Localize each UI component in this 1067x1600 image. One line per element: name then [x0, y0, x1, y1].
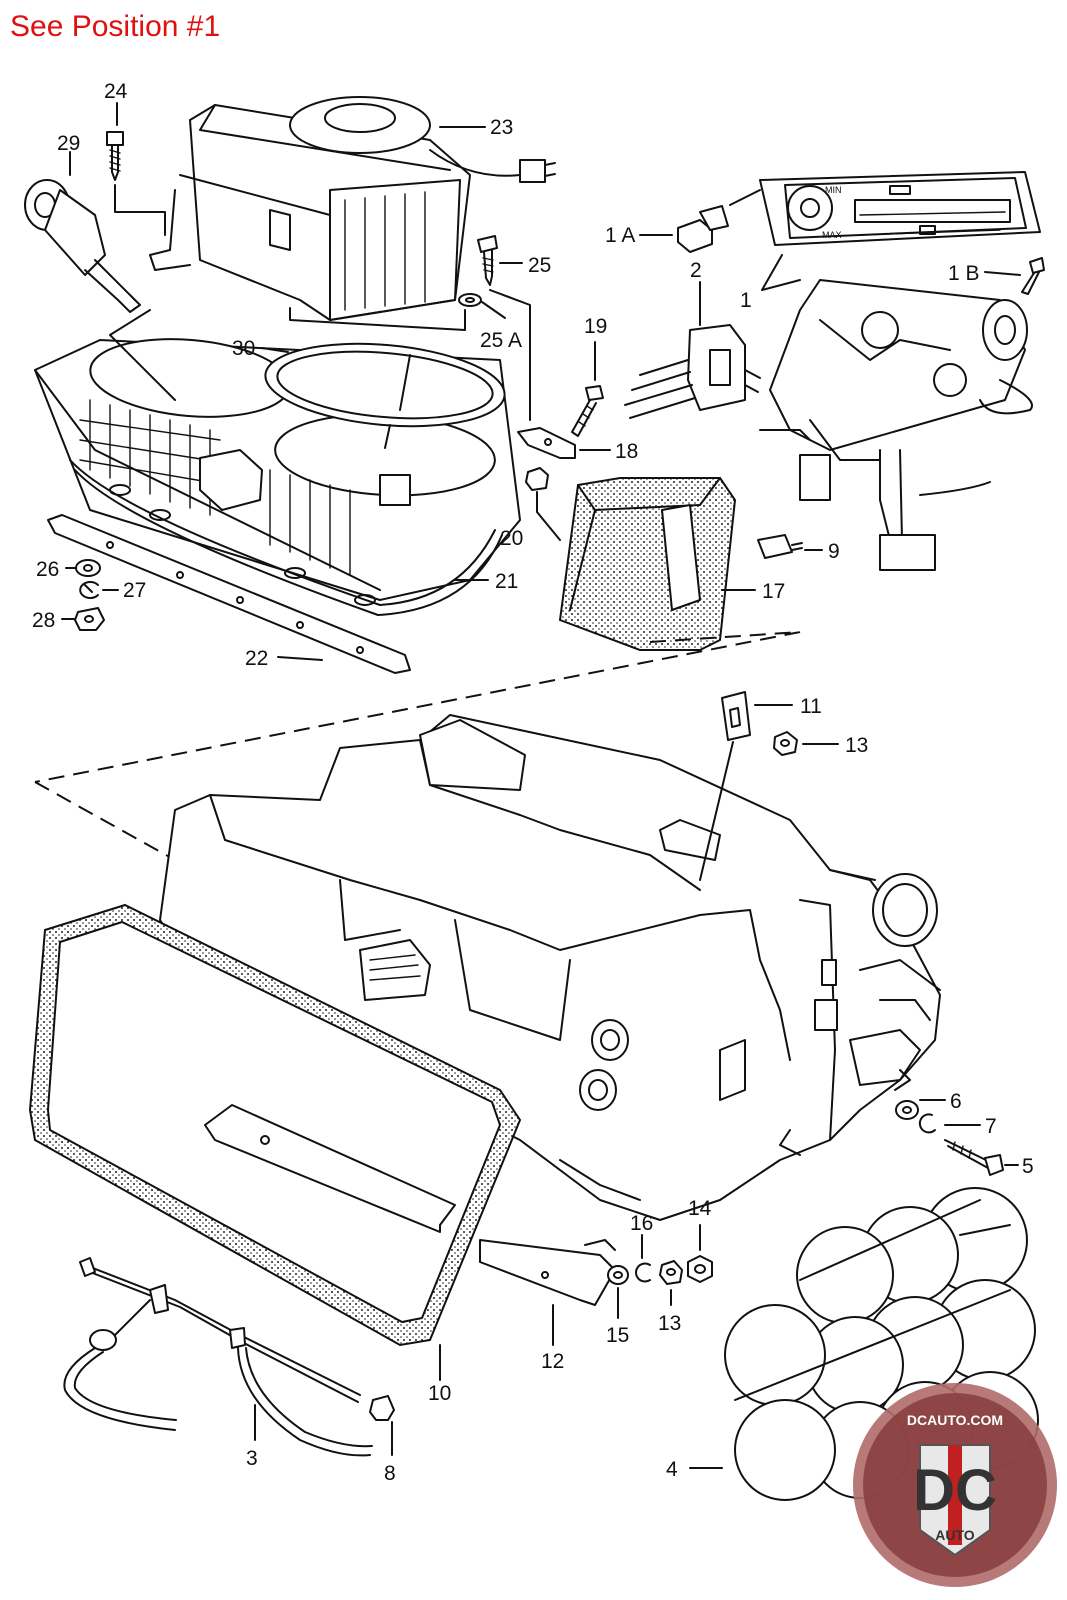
- leader-line-20: [536, 491, 561, 541]
- callout-28: 28: [32, 609, 55, 632]
- logo-url: DCAUTO.COM: [907, 1412, 1003, 1428]
- callout-18: 18: [615, 440, 638, 463]
- nut-20-part: [525, 467, 549, 491]
- blower-motor-part: [149, 96, 556, 321]
- callout-11: 11: [800, 695, 822, 718]
- grommet-8-part: [369, 1395, 395, 1421]
- assembly-dash-line-lower: [34, 781, 176, 861]
- assembly-line-25: [289, 307, 466, 331]
- callout-19: 19: [584, 315, 607, 338]
- assembly-line-24: [114, 184, 166, 236]
- callout-13-upper: 13: [845, 734, 868, 757]
- nut-14-part: [687, 1255, 713, 1283]
- panel-min-label: MIN: [825, 185, 842, 195]
- callout-10: 10: [428, 1382, 451, 1405]
- callout-4: 4: [666, 1458, 678, 1481]
- callout-1b: 1 B: [948, 262, 980, 285]
- wiring-harness-2-part: [624, 324, 761, 419]
- leader-line-22: [277, 656, 323, 661]
- climate-control-panel-part: MIN MAX: [759, 171, 1041, 246]
- callout-16: 16: [630, 1212, 653, 1235]
- callout-25: 25: [528, 254, 551, 277]
- gasket-30-part: [264, 342, 506, 428]
- screw-25-part: [458, 235, 498, 307]
- callout-22: 22: [245, 647, 268, 670]
- screw-19-part: [571, 385, 604, 437]
- callout-13-lower: 13: [658, 1312, 681, 1335]
- panel-max-label: MAX: [822, 230, 842, 240]
- hose-assembly-3-part: [63, 1257, 373, 1457]
- callout-5: 5: [1022, 1155, 1034, 1178]
- mounting-strip-22-part: [47, 514, 411, 674]
- callout-24: 24: [104, 80, 128, 103]
- sensor-9-part: [757, 534, 803, 559]
- lock-washer-16-part: [635, 1262, 651, 1283]
- housing-seal-10-part: [28, 903, 522, 1347]
- leader-line-1b: [984, 271, 1021, 276]
- control-mechanism-part: [759, 279, 1033, 571]
- nut-13-lower-part: [659, 1260, 683, 1285]
- assembly-line-11: [699, 741, 734, 881]
- callout-21: 21: [495, 570, 518, 593]
- callout-25a: 25 A: [480, 329, 522, 352]
- assembly-dash-line-upper: [34, 631, 801, 783]
- callout-20: 20: [500, 527, 523, 550]
- air-filter-17-part: [558, 477, 737, 651]
- dcauto-logo: DCAUTO.COM DC AUTO: [853, 1383, 1057, 1587]
- lock-washer-27-part: [79, 581, 99, 599]
- washer-15-part: [607, 1265, 629, 1285]
- page-title: See Position #1: [10, 10, 221, 43]
- callout-3: 3: [246, 1447, 258, 1470]
- logo-word: AUTO: [935, 1527, 975, 1543]
- temperature-sensor-29-part: [24, 179, 141, 313]
- callout-23: 23: [490, 116, 513, 139]
- assembly-line-29: [109, 309, 176, 401]
- lock-washer-7-part: [918, 1113, 936, 1134]
- spring-clip-11-part: [721, 691, 751, 741]
- callout-12: 12: [541, 1350, 564, 1373]
- assembly-line-18: [489, 289, 531, 421]
- logo-letters: DC: [913, 1458, 997, 1523]
- callout-15: 15: [606, 1324, 629, 1347]
- callout-7: 7: [985, 1115, 997, 1138]
- callout-9: 9: [828, 540, 840, 563]
- assembly-line-1a: [729, 189, 761, 206]
- leader-line-30: [261, 347, 289, 353]
- callout-29: 29: [57, 132, 80, 155]
- callout-27: 27: [123, 579, 146, 602]
- bolt-5-part: [944, 1139, 1004, 1176]
- callout-1a: 1 A: [605, 224, 635, 247]
- washer-26-part: [75, 559, 101, 577]
- callout-30: 30: [232, 337, 255, 360]
- callout-14: 14: [688, 1197, 712, 1220]
- nut-28-part: [74, 607, 105, 631]
- leader-line-25a: [481, 301, 506, 319]
- callout-17: 17: [762, 580, 785, 603]
- screw-24-part: [106, 131, 124, 181]
- callout-26: 26: [36, 558, 59, 581]
- connector-1a-part: [677, 205, 729, 253]
- leader-line-1: [761, 254, 801, 291]
- assembly-line-30: [384, 354, 411, 449]
- mounting-strip-12-part: [479, 1239, 616, 1306]
- screw-1b-part: [1021, 257, 1045, 295]
- heater-housing-part: [159, 714, 941, 1221]
- bracket-18-part: [517, 427, 576, 459]
- callout-6: 6: [950, 1090, 962, 1113]
- nut-13-upper-part: [773, 731, 798, 756]
- callout-8: 8: [384, 1462, 396, 1485]
- callout-2: 2: [690, 259, 702, 282]
- washer-6-part: [895, 1100, 919, 1120]
- callout-1: 1: [740, 289, 752, 312]
